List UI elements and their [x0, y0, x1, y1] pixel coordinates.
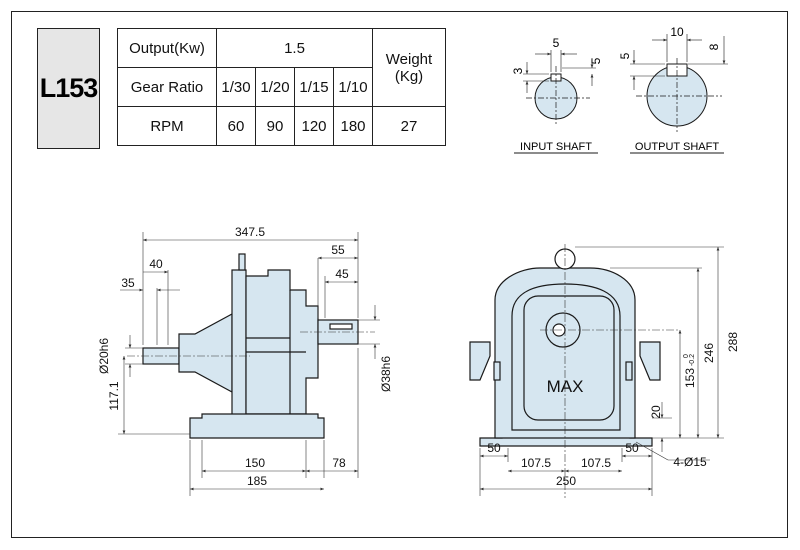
dim-107-5-left: 107.5	[521, 456, 551, 470]
ratio-cell: 1/30	[216, 67, 256, 107]
output-dim-right: 8	[707, 43, 721, 50]
output-value: 1.5	[216, 28, 373, 68]
front-bolt-left	[493, 361, 501, 381]
dim-output-dia: Ø38h6	[379, 356, 393, 392]
dim-35: 35	[121, 276, 135, 290]
dim-holes: 4-Ø15	[673, 455, 707, 469]
side-eye-bolt	[238, 253, 246, 271]
front-dim-labels: 288 246 153 0 -0.2 20 50 107.5 107.5 50 …	[487, 332, 740, 488]
input-shaft-label: INPUT SHAFT	[520, 141, 592, 153]
dim-50-left: 50	[487, 441, 501, 455]
output-dim-left: 5	[618, 52, 632, 59]
weight-value: 27	[372, 106, 446, 146]
side-view	[142, 253, 359, 439]
front-right-bracket	[639, 341, 661, 381]
side-base	[189, 413, 325, 439]
output-shaft-label: OUTPUT SHAFT	[635, 141, 719, 153]
side-dimensions	[118, 232, 380, 496]
side-main-body	[245, 269, 319, 415]
front-left-bracket	[469, 341, 491, 381]
model-label: L153	[37, 28, 100, 149]
dim-base-150: 150	[245, 456, 265, 470]
weight-label-line2: (Kg)	[394, 67, 424, 85]
front-view	[469, 248, 661, 447]
input-dim-right: 5	[589, 57, 603, 64]
ratio-cell: 1/10	[333, 67, 373, 107]
drawing-frame	[11, 11, 788, 538]
rpm-cell: 180	[333, 106, 373, 146]
dim-153-tol-upper: 0	[683, 354, 690, 358]
dim-input-dia: Ø20h6	[97, 338, 111, 374]
front-bolt-right	[625, 361, 633, 381]
rpm-cell: 90	[255, 106, 295, 146]
dim-45: 45	[335, 267, 349, 281]
dim-20: 20	[649, 405, 663, 419]
dim-246: 246	[702, 343, 716, 363]
side-flange	[231, 269, 247, 419]
dim-55: 55	[331, 243, 345, 257]
dim-153: 153	[683, 368, 697, 388]
spec-table: Output(Kw) 1.5 Weight (Kg) Gear Ratio 1/…	[117, 28, 446, 146]
front-dimensions	[479, 244, 724, 498]
dim-overall-width: 250	[556, 474, 576, 488]
output-dim-top: 10	[670, 25, 684, 39]
dim-40: 40	[149, 257, 163, 271]
side-cone	[178, 312, 233, 394]
input-dim-top: 5	[553, 36, 560, 50]
weight-label: Weight (Kg)	[372, 28, 446, 107]
dim-overall-length: 347.5	[235, 225, 265, 239]
output-label: Output(Kw)	[117, 28, 217, 68]
weight-label-line1: Weight	[385, 50, 433, 68]
dim-117: 117.1	[107, 381, 121, 410]
dim-107-5-right: 107.5	[581, 456, 611, 470]
rpm-label: RPM	[117, 106, 217, 146]
dim-153-tol-lower: -0.2	[689, 354, 696, 366]
side-dim-labels: 347.5 40 35 55 45 Ø20h6 117.1 Ø38h6 150 …	[97, 225, 393, 488]
dim-base-185: 185	[247, 474, 267, 488]
output-shaft-section	[630, 34, 728, 132]
dim-base-78: 78	[332, 456, 346, 470]
input-shaft-section	[523, 50, 596, 126]
dim-50-right: 50	[625, 441, 639, 455]
input-dim-left: 3	[511, 67, 525, 74]
dim-288: 288	[726, 332, 740, 352]
side-output-key	[329, 323, 353, 330]
